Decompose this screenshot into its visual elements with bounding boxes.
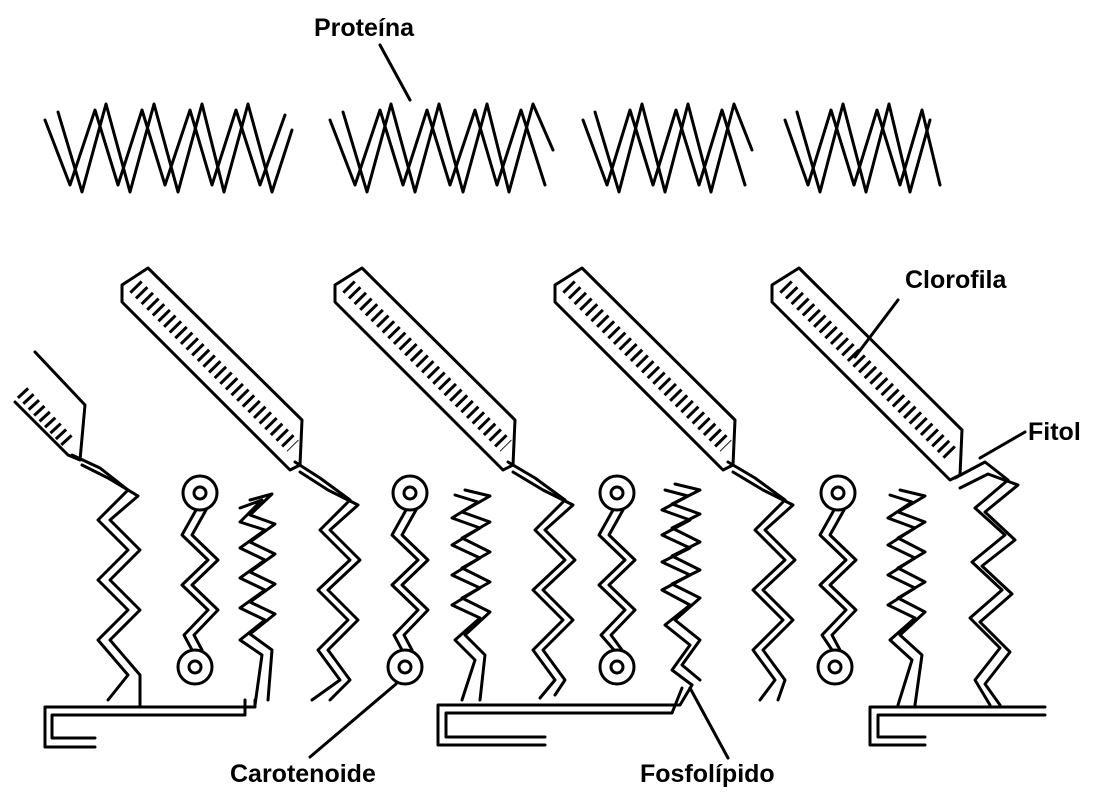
carotenoid [178,476,218,684]
chlorophyll-head [122,268,302,470]
phospholipid [452,490,490,700]
carotenoid [599,476,635,684]
phospholipid-label: Fosfolípido [640,760,775,788]
phytol-tail [72,455,128,700]
phytol-tail [513,472,575,695]
chlorophyll-head [335,268,515,470]
protein-helix [583,104,752,192]
chlorophyll-head [15,352,85,460]
chlorophyll-label: Clorofila [905,266,1007,294]
chlorophyll-head [555,268,735,470]
chlorophyll-molecules [15,268,962,480]
carotenoid [388,476,428,684]
phytol-tails [72,455,1018,705]
phospholipid-leader [690,688,728,758]
carotenoid-label: Carotenoide [230,760,376,788]
protein-helices [45,104,940,192]
protein-leader [380,45,410,100]
phytol-label: Fitol [1028,418,1081,446]
protein-label: Proteína [314,14,415,42]
phytol-tail [960,474,1018,705]
protein-helix [785,104,940,192]
carotenoid [818,476,856,684]
phospholipid [240,494,275,705]
phospholipid [662,484,700,685]
chlorophyll-head [772,268,962,480]
protein-helix [45,104,292,192]
phospholipid [888,490,925,705]
phytol-leader [980,432,1025,458]
carotenoid-leader [310,684,396,757]
protein-helix [330,104,553,192]
phytol-tail [82,465,140,705]
